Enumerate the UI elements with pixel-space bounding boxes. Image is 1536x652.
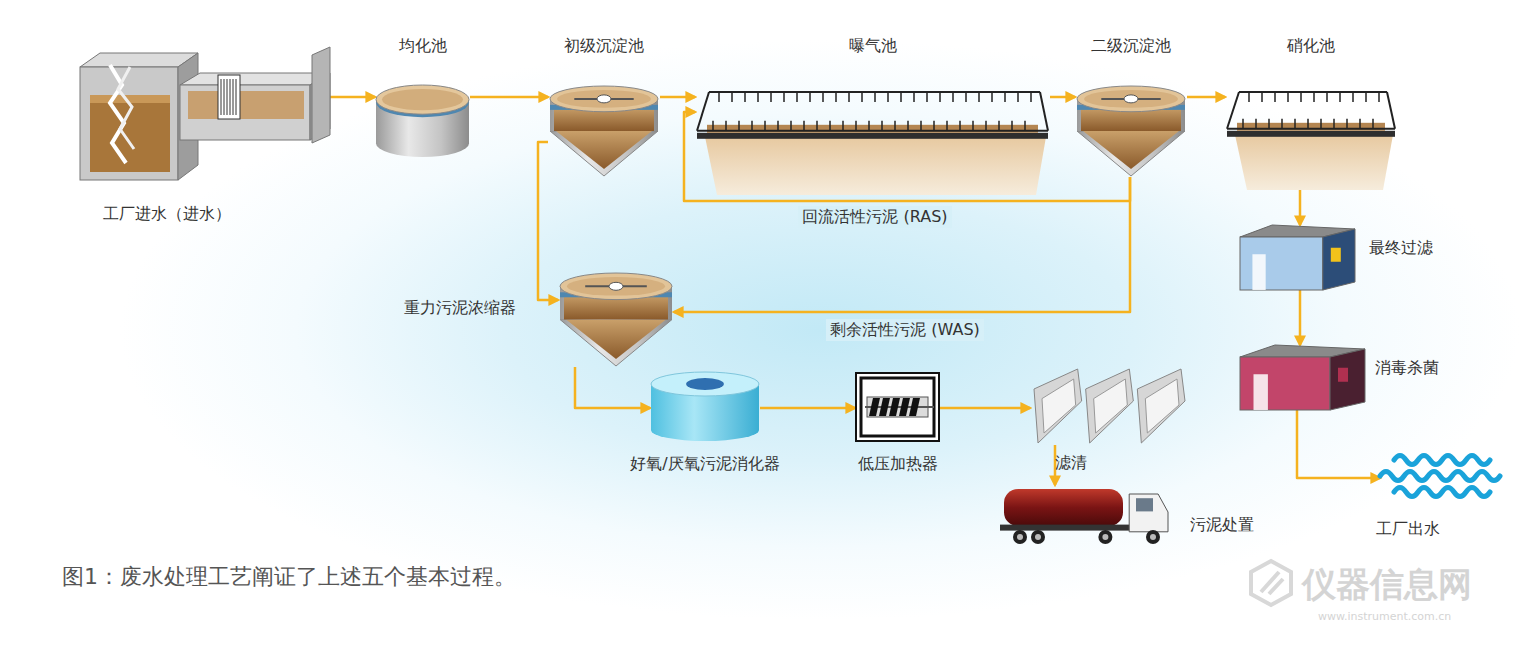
- flow-label: 剩余活性污泥 (WAS): [826, 319, 984, 340]
- filter-building: 最终过滤: [1240, 225, 1355, 290]
- watermark-text: 仪器信息网: [1302, 562, 1472, 608]
- node-label: 工厂出水: [1376, 519, 1440, 538]
- flow-arrow: [684, 112, 1130, 201]
- sludge-truck-art: [1000, 485, 1170, 545]
- low-pressure-heater: 低压加热器: [855, 372, 940, 442]
- node-label: 硝化池: [1287, 36, 1335, 55]
- disinfection-building: 消毒杀菌: [1240, 345, 1365, 410]
- node-label: 二级沉淀池: [1091, 36, 1171, 55]
- bar-screen-channel: 工厂进水（进水）: [80, 45, 330, 180]
- flow-arrow: [1187, 96, 1225, 99]
- flow-arrow: [660, 96, 695, 99]
- figure-caption: 图1：废水处理工艺阐证了上述五个基本过程。: [62, 562, 516, 592]
- watermark-logo: [1246, 558, 1296, 608]
- aeration-basin-art: [695, 88, 1050, 195]
- node-label: 好氧/厌氧污泥消化器: [630, 454, 779, 473]
- bar-screen-channel-art: [80, 45, 330, 180]
- node-label: 消毒杀菌: [1375, 358, 1439, 377]
- sludge-digester: 好氧/厌氧污泥消化器: [650, 372, 760, 442]
- sludge-truck: 污泥处置: [1000, 485, 1170, 545]
- node-label: 污泥处置: [1190, 515, 1254, 534]
- flow-arrow: [1299, 190, 1302, 225]
- filter-press-art: [1030, 365, 1185, 445]
- node-label: 曝气池: [849, 36, 897, 55]
- sludge-thickener: 重力污泥浓缩器: [558, 272, 674, 367]
- node-label: 低压加热器: [858, 454, 938, 473]
- node-label: 滤清: [1055, 453, 1087, 472]
- flow-arrow: [940, 407, 1030, 410]
- secondary-clarifier: 二级沉淀池: [1075, 85, 1187, 177]
- nitrification-basin-art: [1225, 88, 1397, 190]
- node-label: 均化池: [399, 36, 447, 55]
- flow-arrow: [760, 407, 855, 410]
- node-label: 初级沉淀池: [564, 36, 644, 55]
- sludge-thickener-art: [558, 272, 674, 367]
- effluent-water-art: [1380, 450, 1500, 505]
- flow-arrow: [674, 177, 1130, 312]
- flow-arrow: [470, 96, 548, 99]
- flow-arrow: [1297, 410, 1380, 478]
- disinfection-building-art: [1240, 345, 1365, 410]
- flow-arrow: [1299, 290, 1302, 345]
- equalization-tank-art: [375, 85, 470, 158]
- flow-arrow: [538, 142, 558, 300]
- flow-label: 回流活性污泥 (RAS): [798, 206, 951, 227]
- node-label: 最终过滤: [1369, 238, 1433, 257]
- node-label: 重力污泥浓缩器: [404, 298, 516, 317]
- low-pressure-heater-art: [855, 372, 940, 442]
- filter-press: 滤清: [1030, 365, 1185, 445]
- node-label: 工厂进水（进水）: [103, 204, 231, 223]
- primary-clarifier: 初级沉淀池: [548, 85, 660, 177]
- effluent-water: 工厂出水: [1380, 450, 1500, 505]
- flow-arrow: [330, 96, 375, 99]
- flow-arrow: [575, 367, 650, 408]
- watermark-url: www.instrument.com.cn: [1318, 610, 1451, 623]
- secondary-clarifier-art: [1075, 85, 1187, 177]
- nitrification-basin: 硝化池: [1225, 88, 1397, 190]
- aeration-basin: 曝气池: [695, 88, 1050, 195]
- filter-building-art: [1240, 225, 1355, 290]
- primary-clarifier-art: [548, 85, 660, 177]
- sludge-digester-art: [650, 372, 760, 442]
- equalization-tank: 均化池: [375, 85, 470, 158]
- flow-arrow: [1050, 96, 1075, 99]
